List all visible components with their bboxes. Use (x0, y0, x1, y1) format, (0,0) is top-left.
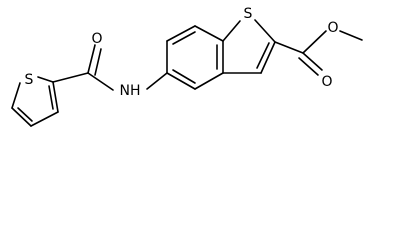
bond-ester-o-double-b (298, 57, 319, 76)
bond-cd-carbonyl (52, 72, 89, 83)
bond-b5-b6 (194, 72, 224, 90)
bond-n-aryl (146, 72, 168, 90)
bond-c2-c3 (260, 41, 276, 74)
bond-cb-cc (30, 111, 59, 127)
bond-ca-cb-double (17, 107, 33, 122)
bond-lines (11, 19, 363, 127)
bond-ester-o-single (302, 30, 327, 54)
bond-b2-b3 (166, 25, 196, 42)
bond-o-methyl (339, 30, 363, 41)
bond-b6-b1 (166, 72, 196, 90)
bond-cc-cd-double (48, 85, 54, 110)
sulfur-atom-thiophene: S (25, 72, 34, 88)
bond-c2-c3-double (256, 42, 270, 69)
bond-ester-o-double-a (302, 52, 323, 71)
bond-carbonyl-o (87, 44, 96, 74)
bond-cc-cd (52, 81, 59, 113)
oxygen-atom-amide: O (91, 31, 102, 47)
bond-b3-b4 (194, 25, 224, 42)
bond-s2-c2 (254, 19, 276, 43)
oxygen-atom-carbonyl: O (321, 74, 332, 90)
amine-nh-label: NH (120, 83, 141, 99)
chemical-structure: S O NH S O O (11, 6, 363, 127)
bond-carbonyl-n (87, 72, 114, 91)
bond-carbonyl-o-double (94, 48, 102, 76)
bond-cd-s1 (37, 76, 54, 83)
sulfur-atom-benzothiophene: S (244, 6, 253, 22)
bond-b2-b3-double (172, 31, 196, 45)
bond-s1-ca (11, 82, 21, 109)
bond-c2-ester (274, 41, 304, 54)
bond-b6-b1-double (172, 69, 196, 84)
bond-b4-s2 (222, 20, 241, 42)
oxygen-atom-ester: O (327, 20, 338, 36)
bond-ca-cb (11, 107, 32, 127)
